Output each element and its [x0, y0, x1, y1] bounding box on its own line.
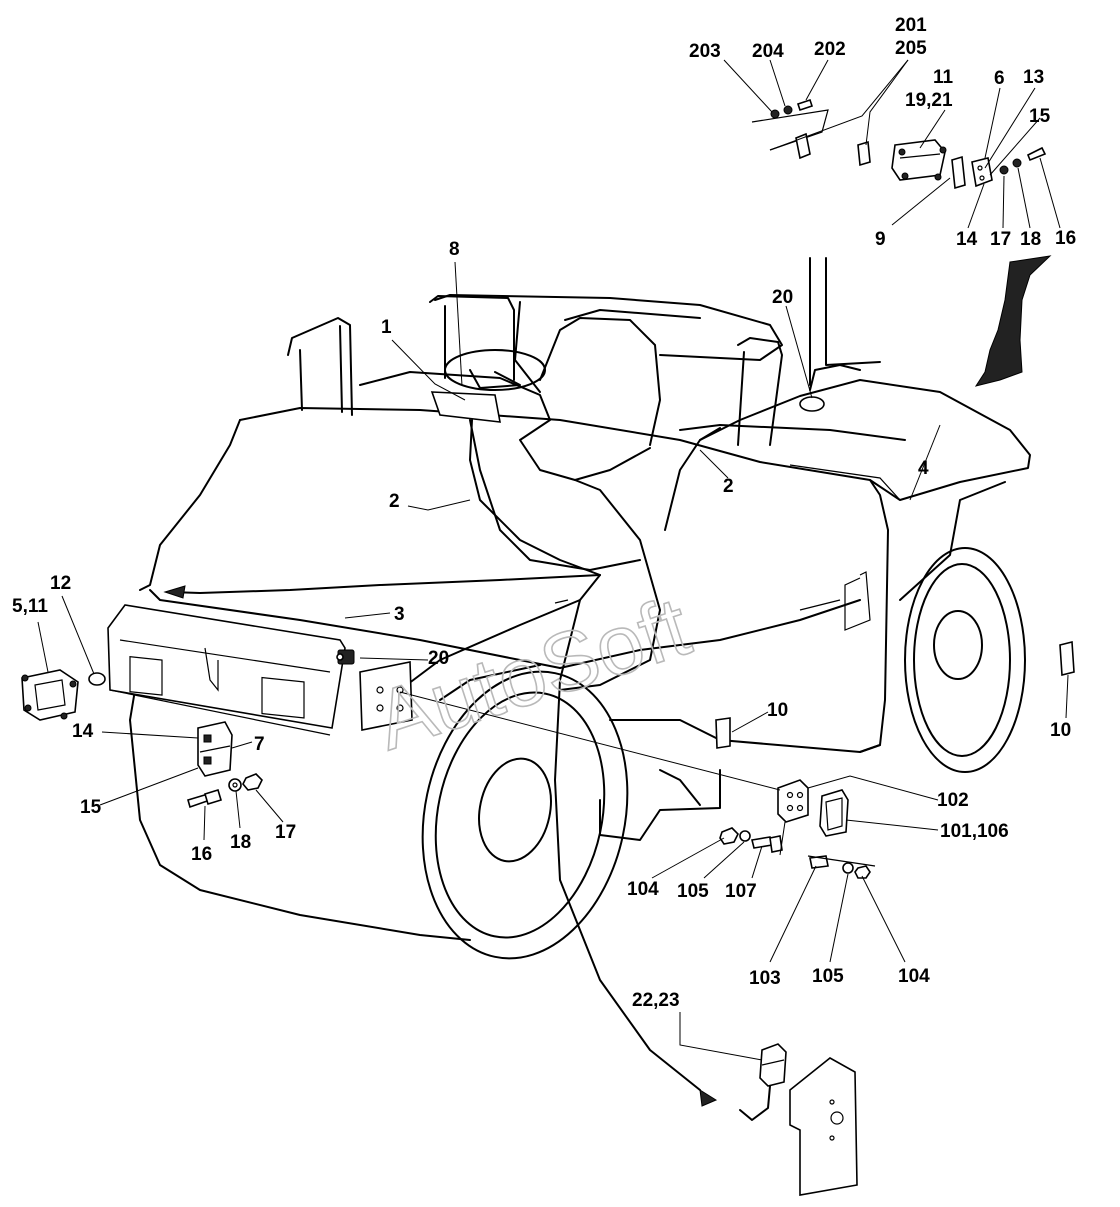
rear-lamp: [819, 789, 849, 837]
callout-22-23: 22,23: [632, 990, 680, 1011]
callout-10-right: 10: [1050, 720, 1071, 741]
watermark-text: AutoSoft: [365, 579, 700, 768]
callout-5-11: 5,11: [12, 596, 48, 617]
callout-18-top: 18: [1020, 229, 1041, 250]
front-light-bar: [107, 604, 413, 736]
callout-202: 202: [814, 39, 846, 60]
callout-4: 4: [918, 458, 929, 479]
sensor-bracket: [739, 1043, 858, 1196]
callout-13: 13: [1023, 67, 1044, 88]
callout-203: 203: [689, 41, 721, 62]
callout-1: 1: [381, 317, 392, 338]
callout-18-bottom: 18: [230, 832, 251, 853]
callout-12: 12: [50, 573, 71, 594]
marker-lamp: [336, 649, 355, 665]
callout-10-mid: 10: [767, 700, 788, 721]
callout-6: 6: [994, 68, 1005, 89]
callout-14-top: 14: [956, 229, 978, 250]
callout-201: 201: [895, 15, 927, 36]
top-assembly: [751, 98, 1047, 190]
callout-17-top: 17: [990, 229, 1011, 250]
callout-3: 3: [394, 604, 405, 625]
callout-20-mid: 20: [428, 648, 449, 669]
callout-14-left: 14: [72, 721, 94, 742]
callout-2-right: 2: [723, 476, 734, 497]
leader-lines: [37, 59, 1069, 1061]
callout-20-top: 20: [772, 287, 793, 308]
callout-15-top: 15: [1029, 106, 1051, 127]
decal-label: [430, 391, 501, 423]
callout-105-a: 105: [677, 881, 709, 902]
callout-103: 103: [749, 968, 781, 989]
callout-17-bottom: 17: [275, 822, 296, 843]
rear-lamp-bracket: [777, 779, 809, 823]
callout-105-b: 105: [812, 966, 844, 987]
callout-104-b: 104: [898, 966, 930, 987]
callout-9: 9: [875, 229, 886, 250]
callout-101-106: 101,106: [940, 821, 1009, 842]
callout-16-top: 16: [1055, 228, 1076, 249]
bolt-washer-nut-rear: [719, 827, 876, 879]
callout-2-left: 2: [389, 491, 400, 512]
bulb-part: [88, 672, 106, 686]
direction-arrow: [974, 255, 1052, 387]
work-lamp-front: [21, 669, 79, 721]
callout-107: 107: [725, 881, 757, 902]
callout-19-21: 19,21: [905, 90, 953, 111]
callout-102: 102: [937, 790, 969, 811]
callout-104-a: 104: [627, 879, 659, 900]
callout-205: 205: [895, 38, 927, 59]
bolt-washer-nut-front: [187, 773, 263, 809]
callout-204: 204: [752, 41, 784, 62]
callout-8: 8: [449, 239, 460, 260]
switch-block-front: [197, 721, 233, 777]
callout-7: 7: [254, 734, 265, 755]
callout-16-bottom: 16: [191, 844, 212, 865]
wiring-harness: [163, 419, 906, 1107]
callout-15-left: 15: [80, 797, 102, 818]
callout-11-top: 11: [933, 67, 954, 88]
reflector-decal: [715, 640, 1075, 749]
machine-outline: [129, 257, 1031, 960]
beacon-lamp: [799, 396, 825, 412]
callout-labels: 203 204 202 201 205 11 19,21 6 13 15 9 1…: [12, 15, 1076, 1011]
